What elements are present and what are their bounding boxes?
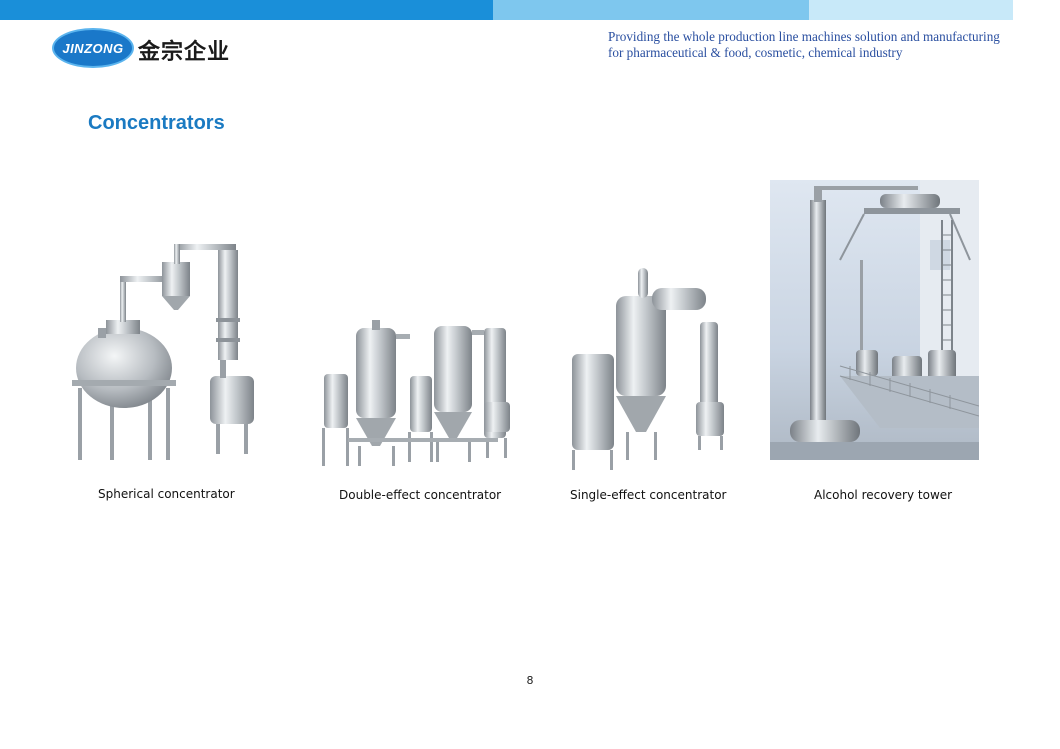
logo-text: JINZONG [62,40,124,56]
header-color-bar [0,0,1013,20]
page-number: 8 [526,674,534,687]
single-effect-concentrator-photo [568,266,728,472]
logo-chinese-name: 金宗企业 [138,40,231,65]
tagline-line-2: for pharmaceutical & food, cosmetic, che… [608,45,903,60]
product-caption-double-effect: Double-effect concentrator [339,488,502,502]
double-effect-concentrator-photo [318,318,513,468]
header-tagline: Providing the whole production line mach… [608,29,1013,61]
company-logo: JINZONG 金宗企业 [52,28,232,70]
logo-emblem: JINZONG [52,28,134,68]
spherical-concentrator-photo [70,238,260,463]
header-bar-segment-dark [0,0,493,20]
header-bar-segment-mid [493,0,809,20]
header-bar-segment-light [809,0,1013,20]
tagline-line-1: Providing the whole production line mach… [608,29,1000,44]
product-caption-spherical: Spherical concentrator [98,487,235,501]
page-title: Concentrators [88,112,225,134]
product-caption-single-effect: Single-effect concentrator [570,488,727,502]
alcohol-recovery-tower-photo [770,180,979,460]
product-caption-alcohol-tower: Alcohol recovery tower [814,488,953,502]
